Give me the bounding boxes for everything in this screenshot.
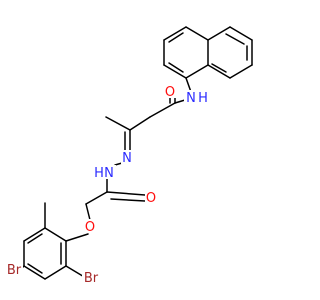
bond [207,26,231,41]
bond [65,233,89,242]
bond [44,227,67,242]
bond-inner [27,233,43,244]
bond [85,191,108,205]
hydrazone-nitrogen-1-label: N [122,151,132,166]
atom-labels: O N H N H N O O Br Br [5,84,208,286]
bond [207,64,231,79]
bond [163,26,187,41]
bond-inner [225,33,245,45]
bond-inner [168,62,184,73]
bromine-right-label: Br [84,271,99,286]
bond-lines [19,26,253,280]
bond [110,198,146,202]
bond [105,116,131,131]
amide-nitrogen-label: N [186,91,196,106]
bond [185,77,192,93]
molecule-structure: O N H N H N O O Br Br [5,26,253,286]
bond-inner [211,63,227,73]
bond [106,191,146,196]
bond [229,26,253,41]
bond [44,265,67,280]
bond [163,64,187,79]
bond [185,64,209,79]
bromine-left-label: Br [7,263,22,278]
amide-hydrogen-label: H [198,91,208,106]
bond [23,227,46,242]
bond [85,203,91,221]
hydrazone-hydrogen-label: H [94,166,104,181]
bond [149,102,176,118]
bond [185,26,209,41]
bond [229,64,253,79]
bond [114,162,123,166]
amide-oxygen-label: O [165,85,175,100]
bond [129,116,151,131]
bond-inner [27,263,43,274]
ether-oxygen-label: O [85,220,95,235]
bond [23,265,46,280]
bond-inner [168,32,184,43]
hydrazone-nitrogen-2-label: N [104,166,114,181]
acyl-oxygen-label: O [146,191,156,206]
bond [174,99,186,104]
